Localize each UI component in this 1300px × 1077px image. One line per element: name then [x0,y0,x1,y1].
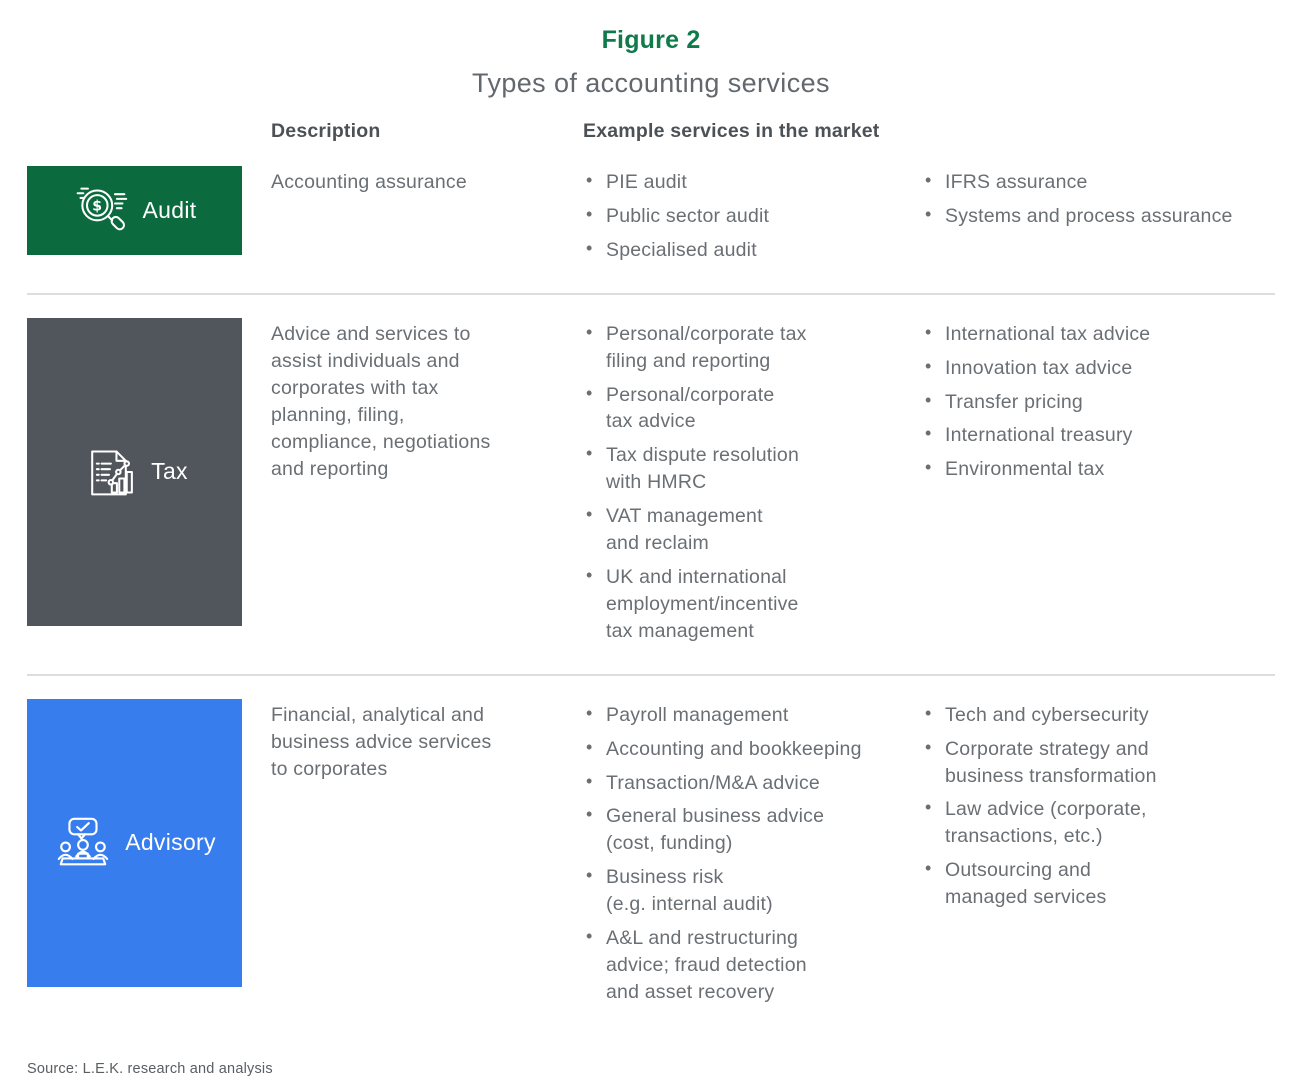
audit-examples-list-1: PIE auditPublic sector auditSpecialised … [583,166,922,271]
bullet-item: IFRS assurance [922,168,1255,196]
advisory-label: Advisory [125,829,216,856]
table-row-audit: $ Audit Accounting assurance PIE auditPu… [27,143,1275,295]
figure-label: Figure 2 [601,26,701,54]
audit-magnifier-dollar-icon: $ [76,187,127,230]
bullet-item: VAT management and reclaim [583,502,902,557]
table-row-advisory: Advisory Financial, analytical and busin… [27,676,1275,1035]
column-header-row: Description Example services in the mark… [27,120,1275,143]
tax-label: Tax [151,458,188,485]
advisory-description: Financial, analytical and business advic… [271,703,492,780]
bullet-item: Payroll management [583,701,902,729]
bullet-item: International treasury [922,421,1255,449]
bullet-item: Tax dispute resolution with HMRC [583,441,902,496]
bullet-item: Business risk (e.g. internal audit) [583,863,902,918]
audit-description: Accounting assurance [271,171,467,193]
bullet-item: Systems and process assurance [922,202,1255,230]
bullet-item: Personal/corporate tax advice [583,381,902,436]
bullet-item: A&L and restructuring advice; fraud dete… [583,924,902,1006]
bullet-item: General business advice (cost, funding) [583,802,902,857]
bullet-item: Tech and cybersecurity [922,701,1255,729]
description-column-header: Description [271,120,381,142]
bullet-item: UK and international employment/incentiv… [583,563,902,645]
audit-label: Audit [142,197,197,223]
bullet-item: Corporate strategy and business transfor… [922,735,1255,790]
source-note: Source: L.E.K. research and analysis [27,1060,273,1077]
bullet-item: Personal/corporate tax filing and report… [583,320,902,375]
tax-document-chart-icon [91,450,134,496]
tax-category-box: Tax [27,317,242,626]
advisory-meeting-icon [57,817,109,866]
advisory-examples-list-2: Tech and cybersecurityCorporate strategy… [922,699,1275,918]
bullet-item: Outsourcing and managed services [922,856,1255,911]
bullet-item: Transfer pricing [922,388,1255,416]
audit-examples-list-2: IFRS assuranceSystems and process assura… [922,166,1275,237]
bullet-item: International tax advice [922,320,1255,348]
bullet-item: Environmental tax [922,455,1255,483]
bullet-item: Accounting and bookkeeping [583,735,902,763]
bullet-item: Law advice (corporate, transactions, etc… [922,795,1255,850]
tax-examples-list-1: Personal/corporate tax filing and report… [583,318,922,652]
bullet-item: PIE audit [583,168,902,196]
examples-column-header: Example services in the market [583,120,880,142]
audit-category-box: $ Audit [27,166,242,255]
bullet-item: Transaction/M&A advice [583,769,902,797]
bullet-item: Public sector audit [583,202,902,230]
figure-title: Types of accounting services [472,68,830,98]
tax-examples-list-2: International tax adviceInnovation tax a… [922,318,1275,491]
table-row-tax: Tax Advice and services to assist indivi… [27,295,1275,676]
bullet-item: Innovation tax advice [922,354,1255,382]
bullet-item: Specialised audit [583,236,902,264]
advisory-category-box: Advisory [27,698,242,987]
tax-description: Advice and services to assist individual… [271,322,491,481]
svg-text:$: $ [92,198,102,214]
advisory-examples-list-1: Payroll managementAccounting and bookkee… [583,699,922,1013]
